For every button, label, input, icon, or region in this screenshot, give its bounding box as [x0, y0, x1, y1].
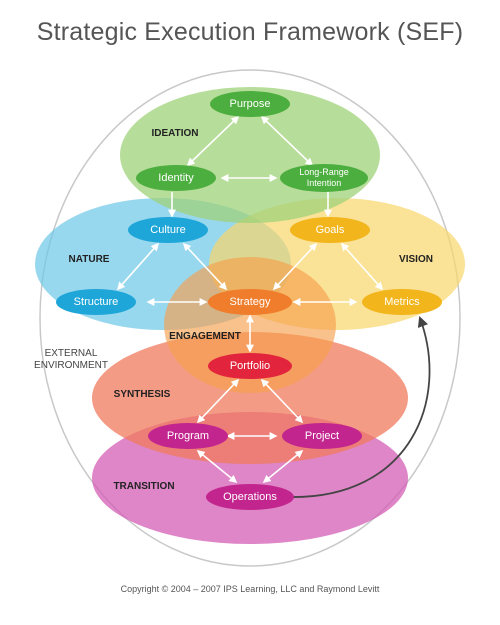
- arrow-culture-strategy: [182, 242, 228, 291]
- synthesis-label: SYNTHESIS: [114, 389, 171, 400]
- node-intention-label-line1: Long-Range: [299, 167, 349, 177]
- node-identity-label: Identity: [158, 172, 194, 184]
- engagement-label: ENGAGEMENT: [169, 331, 241, 342]
- node-purpose: Purpose: [210, 91, 290, 117]
- node-metrics-label: Metrics: [384, 296, 420, 308]
- node-culture: Culture: [128, 217, 208, 243]
- node-portfolio-label: Portfolio: [230, 360, 270, 372]
- node-long-range-intention: Long-Range Intention: [280, 164, 368, 192]
- node-operations: Operations: [206, 484, 294, 510]
- node-project-label: Project: [305, 430, 339, 442]
- arrow-project-operations: [262, 449, 304, 484]
- external-environment-label-line2: ENVIRONMENT: [34, 360, 108, 371]
- node-identity: Identity: [136, 165, 216, 191]
- arrow-purpose-intention: [260, 115, 314, 167]
- copyright-notice: Copyright © 2004 – 2007 IPS Learning, LL…: [120, 584, 380, 594]
- node-portfolio: Portfolio: [208, 353, 292, 379]
- node-strategy-label: Strategy: [230, 296, 271, 308]
- arrow-operations-metrics: [287, 315, 431, 498]
- node-metrics: Metrics: [362, 289, 442, 315]
- node-intention-label-line2: Intention: [307, 178, 342, 188]
- arrow-goals-strategy: [272, 242, 318, 291]
- node-goals: Goals: [290, 217, 370, 243]
- arrow-portfolio-program: [196, 378, 240, 424]
- transition-label: TRANSITION: [113, 481, 174, 492]
- node-structure: Structure: [56, 289, 136, 315]
- ideation-label: IDEATION: [151, 128, 198, 139]
- node-goals-label: Goals: [316, 224, 345, 236]
- node-program: Program: [148, 423, 228, 449]
- arrow-purpose-identity: [186, 115, 240, 167]
- page-title: Strategic Execution Framework (SEF): [36, 18, 464, 46]
- node-strategy: Strategy: [208, 289, 292, 315]
- node-culture-label: Culture: [150, 224, 185, 236]
- node-project: Project: [282, 423, 362, 449]
- nature-label: NATURE: [69, 254, 110, 265]
- node-structure-label: Structure: [74, 296, 119, 308]
- arrow-portfolio-project: [260, 378, 304, 424]
- arrow-program-operations: [196, 449, 238, 484]
- arrow-culture-structure: [116, 242, 160, 291]
- vision-label: VISION: [399, 254, 433, 265]
- external-environment-label-line1: EXTERNAL: [45, 348, 98, 359]
- node-program-label: Program: [167, 430, 209, 442]
- connectors: [116, 115, 384, 484]
- node-operations-label: Operations: [223, 491, 277, 503]
- arrow-goals-metrics: [340, 242, 384, 291]
- node-purpose-label: Purpose: [230, 98, 271, 110]
